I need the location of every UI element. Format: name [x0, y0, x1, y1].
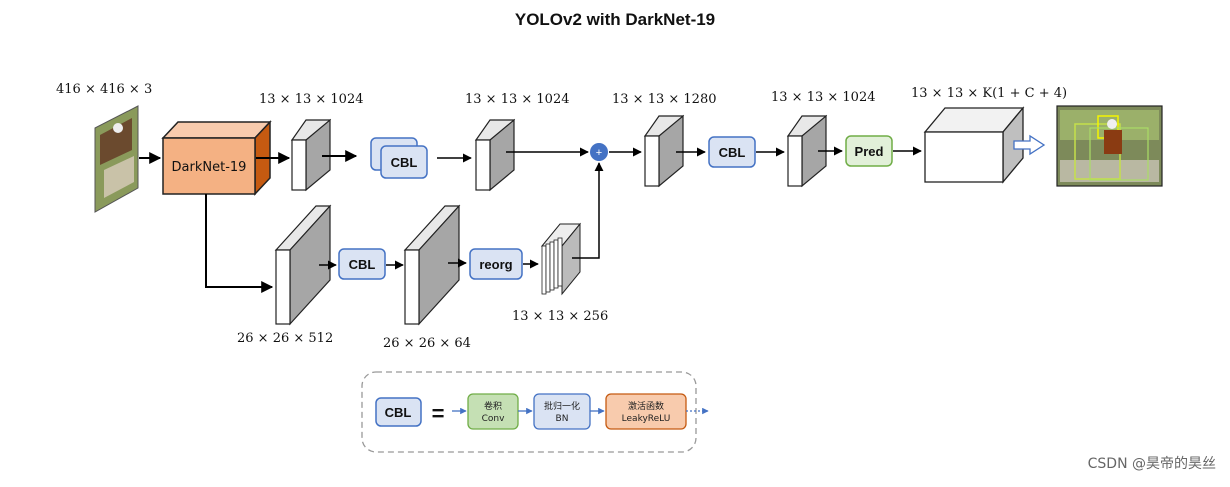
output-tensor — [923, 106, 1025, 184]
darknet-backbone-block: DarkNet-19 — [161, 120, 272, 196]
watermark: CSDN @昊帝的昊丝 — [1087, 456, 1216, 472]
legend-equals: = — [432, 401, 445, 426]
legend-cbl-label: CBL — [385, 405, 412, 420]
arrow-to-concat — [572, 162, 604, 259]
legend-conv-cn: 卷积 — [484, 400, 502, 412]
dim-low2: 26 × 26 × 64 — [383, 336, 471, 351]
concat-node: + — [590, 143, 608, 161]
feature-map-13x13x1024 — [290, 118, 332, 192]
output-detection-image — [1056, 105, 1163, 187]
legend-bn-en: BN — [556, 414, 569, 424]
feature-map-13x13x1280 — [643, 114, 685, 188]
dim-conv3: 13 × 13 × 1024 — [771, 90, 876, 105]
dim-low1: 26 × 26 × 512 — [237, 331, 334, 346]
cbl-label: CBL — [349, 257, 376, 272]
dim-reorg-out: 13 × 13 × 256 — [512, 309, 609, 324]
legend-bn-cn: 批归一化 — [544, 400, 580, 412]
arrow-branch — [205, 194, 274, 293]
cbl-block: CBL — [338, 248, 386, 280]
pred-block: Pred — [845, 135, 893, 167]
input-image — [94, 105, 139, 213]
cbl-block-stacked: CBL — [370, 137, 428, 179]
legend-act-cn: 激活函数 — [628, 400, 664, 412]
diagram-title: YOLOv2 with DarkNet-19 — [514, 10, 716, 29]
dim-input: 416 × 416 × 3 — [56, 82, 153, 97]
feature-map-26x26x512 — [274, 204, 332, 326]
feature-map-13x13x1024 — [786, 114, 828, 188]
feature-map-13x13x1024 — [474, 118, 516, 192]
cbl-label: CBL — [391, 155, 418, 170]
cbl-block: CBL — [708, 136, 756, 168]
dim-output: 13 × 13 × K(1 + C + 4) — [911, 86, 1068, 101]
output-hollow-arrow — [1013, 134, 1046, 156]
reorg-block: reorg — [469, 248, 523, 280]
reorg-label: reorg — [479, 257, 512, 272]
dim-concat: 13 × 13 × 1280 — [612, 92, 717, 107]
backbone-label: DarkNet-19 — [172, 160, 247, 175]
dim-conv2: 13 × 13 × 1024 — [465, 92, 570, 107]
feature-map-26x26x64 — [403, 204, 461, 326]
legend-act-en: LeakyReLU — [622, 414, 671, 424]
legend-conv-en: Conv — [482, 414, 505, 424]
dim-conv1: 13 × 13 × 1024 — [259, 92, 364, 107]
cbl-label: CBL — [719, 145, 746, 160]
pred-label: Pred — [855, 144, 884, 159]
feature-map-stack-13x13x256 — [540, 222, 582, 296]
concat-symbol: + — [596, 147, 602, 159]
cbl-legend: CBL = 卷积 Conv 批归一化 BN 激活函数 LeakyReLU — [361, 371, 709, 453]
